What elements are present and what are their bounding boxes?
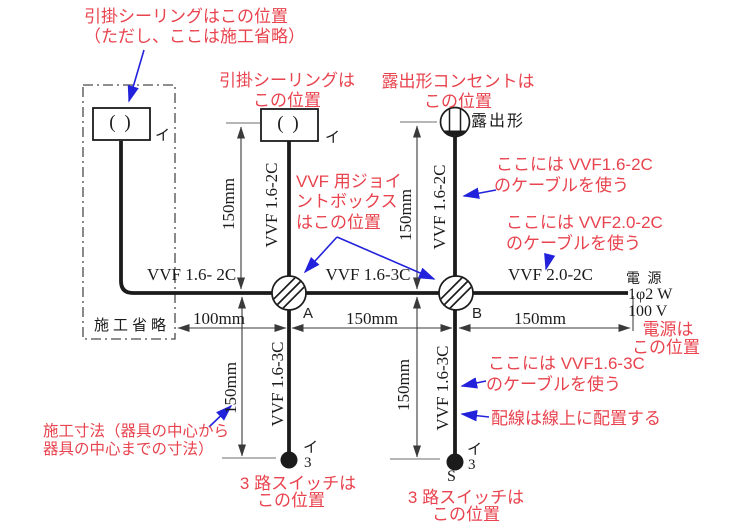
cable-label-vvf20-2c-horizontal: VVF 2.0-2C — [508, 265, 594, 284]
note-switch-right-line1: 3 路スイッチは — [407, 488, 525, 507]
note-use-vvf16-3c-line2: のケーブルを使う — [486, 375, 621, 394]
cable-label-vvf16-2c-vertical-left: VVF 1.6-2C — [262, 162, 281, 248]
dim-150mm-upper-right: 150mm — [396, 189, 415, 241]
dim-150mm-upper-left: 150mm — [219, 178, 238, 230]
note-ceiling-center-line1: 引掛シーリングは — [219, 71, 355, 90]
dim-150mm-lower-right: 150mm — [394, 359, 413, 411]
dim-150mm-a-b: 150mm — [346, 309, 398, 328]
note-outlet-line1: 露出形コンセントは — [381, 72, 535, 91]
label-circuit-i-switch-left: イ — [303, 440, 319, 456]
label-circuit-i-ceiling-left: イ — [155, 128, 171, 144]
note-ceiling-omitted-line1: 引掛シーリングはこの位置 — [84, 7, 288, 26]
note-outlet-line2: この位置 — [424, 92, 492, 111]
note-use-vvf16-2c-line1: ここには VVF1.6-2C — [496, 155, 653, 174]
arrow-to-dimension — [208, 404, 233, 428]
note-use-vvf20-2c-line2: のケーブルを使う — [506, 234, 641, 253]
note-dimension-rule-line2: 器具の中心までの寸法） — [43, 441, 214, 458]
label-outlet-type: 露出形 — [471, 113, 526, 130]
note-joint-box-line2: ントボックス — [296, 192, 398, 211]
note-ceiling-omitted-line2: （ただし、ここは施工省略） — [84, 27, 305, 46]
arrow-to-wiring-line — [460, 409, 490, 422]
annotation-arrows — [127, 49, 556, 428]
cable-label-vvf16-3c-vertical-right: VVF 1.6-3C — [433, 345, 452, 431]
label-joint-a: A — [303, 305, 314, 322]
note-power-line1: 電源は — [642, 320, 694, 339]
joint-box-b-symbol — [438, 275, 474, 311]
exposed-outlet-symbol — [439, 106, 471, 138]
note-use-vvf20-2c-line1: ここには VVF2.0-2C — [506, 213, 663, 232]
note-switch-right-line2: この位置 — [432, 505, 500, 524]
note-power-line2: この位置 — [632, 338, 700, 357]
arrow-to-vvf16-2c-cable — [462, 187, 497, 199]
ceiling-symbol-center-glyph: ( ) — [277, 113, 301, 135]
note-joint-box-line1: VVF 用ジョイ — [296, 172, 402, 191]
note-switch-left-line1: 3 路スイッチは — [239, 474, 357, 493]
note-switch-left-line2: この位置 — [257, 491, 325, 510]
note-wiring-on-line: 配線は線上に配置する — [491, 409, 661, 428]
label-power-source: 電 源 — [626, 272, 664, 287]
arrow-to-left-ceiling — [127, 49, 145, 103]
arrow-to-vvf20-2c-cable — [544, 252, 556, 271]
arrow-to-joint-a — [303, 236, 338, 274]
arrow-to-vvf16-3c-cable — [460, 377, 487, 389]
label-circuit-i-ceiling-center: イ — [325, 130, 341, 146]
note-ceiling-center-line2: この位置 — [253, 91, 321, 110]
cable-label-vvf16-2c-vertical-right: VVF 1.6-2C — [430, 164, 449, 250]
note-use-vvf16-3c-line1: ここには VVF1.6-3C — [488, 354, 645, 373]
note-joint-box-line3: はこの位置 — [296, 213, 381, 232]
label-joint-b: B — [472, 305, 483, 322]
label-circuit-i-switch-right: イ — [467, 442, 483, 458]
joint-box-a-symbol — [271, 275, 307, 311]
ceiling-light-center-symbol — [260, 108, 319, 142]
label-circuit-3-switch-left: 3 — [304, 455, 312, 471]
cable-label-vvf16-3c-horizontal: VVF 1.6-3C — [325, 265, 411, 284]
note-dimension-rule-line1: 施工寸法（器具の中心から — [43, 423, 230, 440]
label-circuit-3-switch-right: 3 — [468, 457, 476, 473]
note-use-vvf16-2c-line2: のケーブルを使う — [494, 176, 629, 195]
label-power-voltage: 100 V — [628, 303, 668, 320]
cable-label-vvf16-3c-vertical-left: VVF 1.6-3C — [268, 341, 287, 427]
cable-label-vvf16-2c-horizontal: VVF 1.6- 2C — [147, 265, 237, 284]
arrow-to-joint-b — [336, 236, 436, 280]
dimension-lines — [177, 125, 631, 458]
dim-100mm: 100mm — [193, 309, 245, 328]
switch-left-symbol — [280, 451, 298, 469]
main-cable-run — [119, 141, 628, 295]
label-power-phase: 1φ2 W — [628, 286, 673, 303]
dim-150mm-lower-left: 150mm — [221, 362, 240, 414]
label-switch-s: S — [447, 468, 456, 485]
ceiling-symbol-left-glyph: ( ) — [109, 112, 133, 134]
dim-150mm-b-power: 150mm — [514, 309, 566, 328]
dimension-extension-lines — [222, 121, 634, 460]
ceiling-light-left-symbol — [92, 107, 151, 141]
label-omitted-section: 施工省略 — [94, 318, 171, 334]
switch-right-symbol — [446, 453, 464, 471]
